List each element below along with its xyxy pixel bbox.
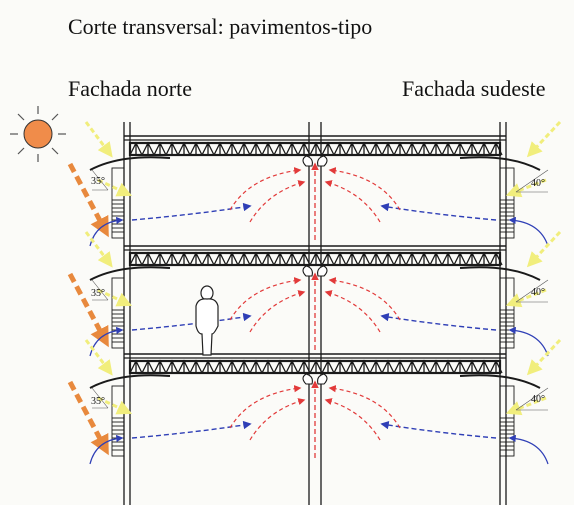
window-southeast <box>499 385 515 457</box>
sky-light-southeast <box>526 338 562 376</box>
sky-light-southeast <box>526 120 562 158</box>
warm-air-flow <box>229 277 302 321</box>
window-north <box>111 167 125 239</box>
sky-light-north-lower <box>97 396 133 415</box>
cool-air-inlet-north <box>89 326 124 357</box>
warm-air-flow <box>249 180 306 223</box>
warm-air-flow <box>249 398 306 441</box>
vent-left <box>302 373 313 385</box>
floor-1 <box>67 120 562 247</box>
person-icon <box>195 285 219 356</box>
sun-ray-arrow <box>67 272 109 348</box>
cool-air-flow-southeast <box>380 420 497 439</box>
angle-guide-north <box>91 169 109 191</box>
angle-guide-southeast <box>515 387 549 411</box>
warm-air-flow <box>229 385 302 429</box>
floors-group <box>67 120 562 465</box>
cool-air-flow-southeast <box>380 202 497 221</box>
vent-right <box>317 155 328 167</box>
sun-ray-arrow <box>67 380 109 456</box>
vent-right <box>317 265 328 277</box>
cool-air-inlet-north <box>89 216 124 247</box>
angle-southeast-label-2: 40° <box>531 287 545 298</box>
warm-air-flow <box>328 277 401 321</box>
window-southeast <box>499 277 515 349</box>
angle-guide-southeast <box>515 169 549 193</box>
warm-air-flow <box>229 167 302 211</box>
cool-air-inlet-north <box>89 434 124 465</box>
warm-air-flow <box>328 385 401 429</box>
cool-air-inlet-southeast <box>508 326 549 357</box>
truss-web <box>129 359 503 374</box>
window-north <box>111 385 125 457</box>
floor-truss <box>128 251 502 267</box>
vent-left <box>302 265 313 277</box>
cool-air-flow-southeast <box>380 312 497 331</box>
light-shelf-north <box>89 374 171 389</box>
truss-web <box>129 251 503 266</box>
sky-light-north <box>84 121 113 158</box>
cool-air-flow-north <box>131 202 252 221</box>
warm-air-flow <box>249 290 306 333</box>
diagram-title: Corte transversal: pavimentos-tipo <box>68 14 373 39</box>
window-north <box>111 277 125 349</box>
warm-air-flow <box>328 167 401 211</box>
angle-guide-southeast <box>515 279 549 303</box>
floor-3 <box>67 338 562 465</box>
window-southeast <box>499 167 515 239</box>
angle-southeast-label-3: 40° <box>531 394 545 405</box>
vent-left <box>302 155 313 167</box>
light-shelf-southeast <box>459 266 541 281</box>
sky-light-north <box>84 339 113 376</box>
facade-north-label: Fachada norte <box>68 76 192 101</box>
sun-icon <box>10 106 66 162</box>
cool-air-flow-north <box>131 312 252 331</box>
angle-north-label-2: 35° <box>91 288 105 299</box>
angle-guide-north <box>91 279 109 301</box>
sky-light-north <box>84 231 113 268</box>
floor-truss <box>128 141 502 157</box>
vent-right <box>317 373 328 385</box>
sky-light-southeast <box>526 230 562 268</box>
cool-air-flow-north <box>131 420 252 439</box>
sun-ray-arrow <box>67 162 109 238</box>
light-shelf-north <box>89 156 171 171</box>
facade-southeast-label: Fachada sudeste <box>402 76 546 101</box>
angle-north-label-1: 35° <box>91 176 105 187</box>
sky-light-north-lower <box>97 288 133 307</box>
angle-southeast-label-1: 40° <box>531 178 545 189</box>
angle-guide-north <box>91 387 109 409</box>
warm-air-flow <box>324 180 381 223</box>
truss-web <box>129 141 503 156</box>
cool-air-inlet-southeast <box>508 216 549 247</box>
light-shelf-southeast <box>459 374 541 389</box>
warm-air-flow <box>324 398 381 441</box>
floor-2 <box>67 230 562 357</box>
floor-truss <box>128 359 502 375</box>
angle-north-label-3: 35° <box>91 396 105 407</box>
light-shelf-southeast <box>459 156 541 171</box>
light-shelf-north <box>89 266 171 281</box>
cool-air-inlet-southeast <box>508 434 549 465</box>
warm-air-flow <box>324 290 381 333</box>
sky-light-north-lower <box>97 178 133 197</box>
